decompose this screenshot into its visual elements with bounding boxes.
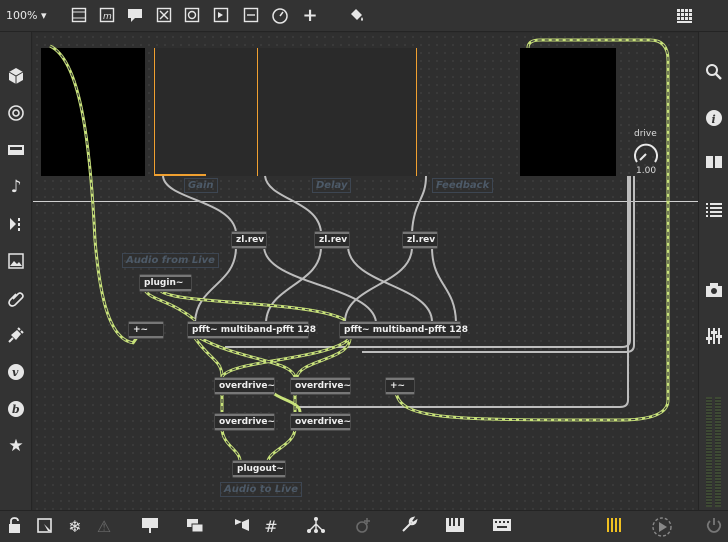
- hierarchy-icon[interactable]: [305, 516, 327, 538]
- svg-text:m: m: [103, 12, 112, 22]
- b-icon[interactable]: b: [5, 398, 27, 420]
- paperclip-icon[interactable]: [5, 287, 27, 309]
- list-icon[interactable]: [703, 201, 725, 223]
- sequence-icon[interactable]: [5, 213, 27, 235]
- gain-slider-line-left: [154, 48, 155, 176]
- multislider-panel[interactable]: [153, 48, 417, 176]
- comment-gain[interactable]: Gain: [184, 178, 218, 193]
- number-box-icon[interactable]: [210, 6, 232, 26]
- info-icon[interactable]: i: [703, 109, 725, 131]
- overdrive-object-4[interactable]: overdrive~: [290, 413, 351, 431]
- add-object-icon[interactable]: +: [302, 5, 318, 26]
- plugout-object[interactable]: plugout~: [232, 460, 286, 478]
- svg-text:b: b: [12, 403, 20, 416]
- wrench-icon[interactable]: [398, 516, 420, 538]
- grid-icon[interactable]: #: [264, 517, 278, 536]
- dial-icon[interactable]: [269, 6, 291, 26]
- presentation-icon[interactable]: [68, 6, 90, 26]
- search-icon[interactable]: [703, 63, 725, 85]
- message-box-icon[interactable]: m: [96, 6, 118, 26]
- target-icon[interactable]: [5, 102, 27, 124]
- snapshot-camera-icon[interactable]: [703, 281, 725, 303]
- align-flag-icon[interactable]: [231, 516, 253, 538]
- overdrive-object-2[interactable]: overdrive~: [290, 377, 351, 395]
- audio-play-icon[interactable]: [651, 516, 673, 538]
- button-object-icon[interactable]: [181, 6, 203, 26]
- star-icon[interactable]: ★: [8, 436, 24, 456]
- lock-icon[interactable]: [4, 516, 26, 538]
- chevron-down-icon: ▾: [40, 9, 47, 22]
- feedback-divider: [416, 48, 417, 176]
- image-icon[interactable]: [5, 250, 27, 272]
- comment-delay[interactable]: Delay: [312, 178, 352, 193]
- mixer-icon[interactable]: [703, 327, 725, 349]
- device-icon[interactable]: [5, 139, 27, 161]
- plus-signal-object-2[interactable]: +~: [385, 377, 415, 395]
- top-toolbar: 100% ▾ m +: [0, 0, 728, 32]
- bottom-toolbar: ❄ ⚠ #: [0, 510, 728, 542]
- zl-rev-object-1[interactable]: zl.rev: [231, 231, 267, 249]
- book-icon[interactable]: [703, 153, 725, 175]
- svg-text:v: v: [12, 366, 19, 379]
- cube-icon[interactable]: [5, 65, 27, 87]
- warning-icon[interactable]: ⚠: [96, 517, 112, 536]
- drive-dial-label: drive: [634, 129, 657, 139]
- grid-menu-icon[interactable]: [674, 6, 696, 26]
- svg-text:i: i: [712, 113, 716, 126]
- right-sidebar: i: [698, 32, 728, 510]
- window-stack-icon[interactable]: [184, 516, 206, 538]
- overdrive-object-3[interactable]: overdrive~: [214, 413, 275, 431]
- plugin-object[interactable]: plugin~: [139, 274, 192, 292]
- right-black-panel: [520, 48, 616, 176]
- presentation-divider: [33, 201, 698, 202]
- plus-signal-object-1[interactable]: +~: [128, 321, 164, 339]
- debug-icon[interactable]: [352, 516, 374, 538]
- power-icon[interactable]: [703, 516, 725, 538]
- piano-keys-icon[interactable]: [444, 516, 466, 538]
- zoom-menu[interactable]: 100% ▾: [6, 9, 46, 22]
- comment-audio-to-live[interactable]: Audio to Live: [220, 482, 303, 497]
- toggle-icon[interactable]: [153, 6, 175, 26]
- comment-icon[interactable]: [124, 6, 146, 26]
- edit-patch-icon[interactable]: [34, 516, 56, 538]
- comment-feedback[interactable]: Feedback: [432, 178, 494, 193]
- left-black-panel: [41, 48, 145, 176]
- freeze-snowflake-icon[interactable]: ❄: [68, 517, 82, 536]
- paint-bucket-icon[interactable]: [346, 6, 368, 26]
- music-note-icon[interactable]: ♪: [10, 177, 22, 197]
- drive-dial[interactable]: [632, 140, 660, 168]
- drive-dial-value: 1.00: [636, 166, 657, 176]
- audio-meter-icon[interactable]: [604, 516, 626, 538]
- keyboard-icon[interactable]: [491, 516, 513, 538]
- zl-rev-object-2[interactable]: zl.rev: [314, 231, 350, 249]
- presentation-mode-icon[interactable]: [139, 516, 161, 538]
- multiband-pfft-object-2[interactable]: pfft~ multiband-pfft 128: [339, 321, 468, 339]
- comment-audio-from-live[interactable]: Audio from Live: [122, 253, 219, 268]
- overdrive-object-1[interactable]: overdrive~: [214, 377, 275, 395]
- delay-divider: [257, 48, 258, 176]
- zl-rev-object-3[interactable]: zl.rev: [402, 231, 438, 249]
- level-meter: [704, 397, 724, 507]
- gain-slider-bar: [154, 174, 206, 176]
- multiband-pfft-object-1[interactable]: pfft~ multiband-pfft 128: [187, 321, 316, 339]
- zoom-level: 100%: [6, 9, 38, 22]
- left-sidebar: ♪ v b ★: [0, 32, 32, 510]
- slider-icon[interactable]: [240, 6, 262, 26]
- plug-icon[interactable]: [5, 324, 27, 346]
- vimeo-icon[interactable]: v: [5, 361, 27, 383]
